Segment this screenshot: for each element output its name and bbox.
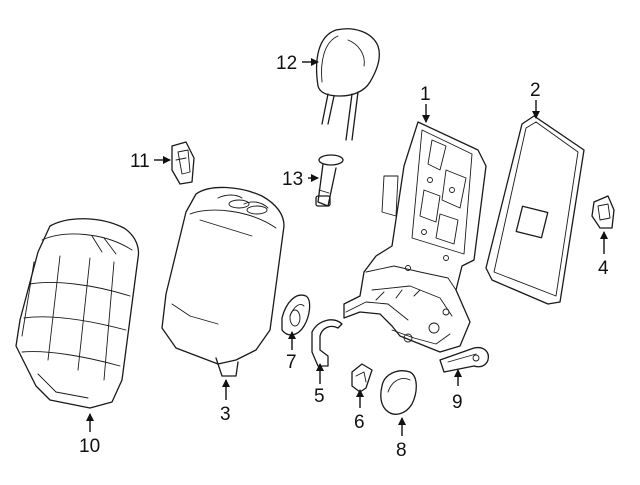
part-headrest-guide — [315, 154, 344, 207]
part-seat-back-cover — [15, 218, 140, 409]
callout-12: 12 — [276, 53, 297, 74]
callout-2: 2 — [530, 80, 541, 101]
part-trim-cover — [380, 370, 417, 415]
part-rear-panel — [485, 115, 585, 305]
callout-3: 3 — [220, 404, 231, 425]
callout-7: 7 — [286, 352, 297, 373]
callout-8: 8 — [396, 440, 407, 461]
part-lever — [439, 346, 490, 373]
callout-9: 9 — [452, 392, 463, 413]
callout-4: 4 — [598, 258, 609, 279]
part-release-handle — [171, 141, 195, 185]
part-seat-frame — [343, 121, 487, 353]
callout-5: 5 — [314, 386, 325, 407]
callout-13: 13 — [282, 169, 303, 190]
leader-lines — [86, 58, 608, 436]
callout-6: 6 — [354, 412, 365, 433]
part-headrest — [315, 28, 380, 141]
part-bracket — [311, 319, 343, 367]
part-clip — [591, 195, 615, 229]
part-cap — [281, 294, 311, 336]
callout-labels: 1 2 3 4 5 6 7 8 9 10 11 12 13 — [79, 53, 609, 461]
callout-11: 11 — [130, 151, 150, 172]
part-seat-back-pad — [161, 186, 285, 377]
part-small-bracket — [351, 363, 373, 393]
callout-10: 10 — [79, 436, 100, 457]
callout-1: 1 — [420, 84, 431, 105]
